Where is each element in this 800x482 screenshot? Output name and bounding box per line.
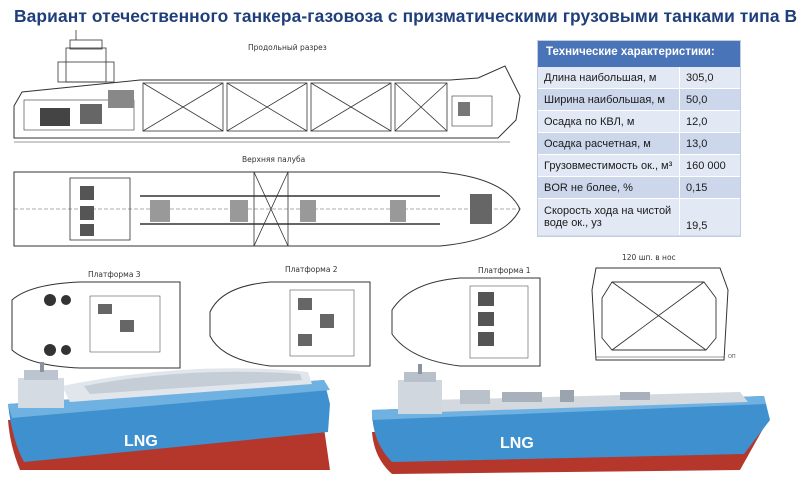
ship-render-right: LNG (372, 364, 770, 474)
spec-row: Длина наибольшая, м 305,0 (538, 67, 740, 89)
baseline-label: ОП (728, 354, 736, 360)
platform3-label: Платформа 3 (88, 270, 141, 279)
spec-row: Скорость хода на чистой воде ок., уз 19,… (538, 199, 740, 235)
upper-deck-drawing: Верхняя палуба (13, 155, 521, 247)
cross-section-label: 120 шп. в нос (622, 253, 676, 262)
spec-row: Осадка по КВЛ, м 12,0 (538, 111, 740, 133)
spec-label: Скорость хода на чистой воде ок., уз (538, 199, 680, 235)
page-title: Вариант отечественного танкера-газовоза … (14, 6, 798, 26)
spec-label: BOR не более, % (538, 177, 680, 198)
cross-section-drawing: 120 шп. в нос ОП (591, 253, 736, 361)
spec-value: 50,0 (686, 93, 708, 106)
spec-label: Осадка расчетная, м (538, 133, 680, 154)
longitudinal-section-drawing: Продольный разрез (13, 30, 521, 143)
spec-row: Осадка расчетная, м 13,0 (538, 133, 740, 155)
platform2-label: Платформа 2 (285, 265, 338, 274)
spec-label: Грузовместимость ок., м³ (538, 155, 680, 176)
spec-label: Ширина наибольшая, м (538, 89, 680, 110)
spec-value: 305,0 (686, 71, 714, 84)
ship-render-left: LNG (8, 362, 330, 470)
spec-value: 13,0 (686, 137, 708, 150)
upper-deck-label: Верхняя палуба (242, 155, 305, 164)
specs-header: Технические характеристики: (538, 41, 740, 67)
longitudinal-section-label: Продольный разрез (248, 43, 327, 52)
platform2-drawing: Платформа 2 (209, 265, 371, 367)
spec-row: BOR не более, % 0,15 (538, 177, 740, 199)
spec-value: 0,15 (686, 181, 708, 194)
platform3-drawing: Платформа 3 (11, 270, 181, 369)
specs-table: Технические характеристики: Длина наибол… (537, 40, 741, 237)
spec-label: Осадка по КВЛ, м (538, 111, 680, 132)
ship-left-lng-label: LNG (124, 433, 158, 450)
spec-row: Грузовместимость ок., м³ 160 000 (538, 155, 740, 177)
spec-value: 12,0 (686, 115, 708, 128)
spec-value: 19,5 (686, 220, 708, 232)
spec-label: Длина наибольшая, м (538, 67, 680, 88)
platform1-label: Платформа 1 (478, 266, 531, 275)
spec-row: Ширина наибольшая, м 50,0 (538, 89, 740, 111)
ship-right-lng-label: LNG (500, 435, 534, 452)
spec-value: 160 000 (686, 159, 726, 172)
platform1-drawing: Платформа 1 (391, 266, 541, 367)
